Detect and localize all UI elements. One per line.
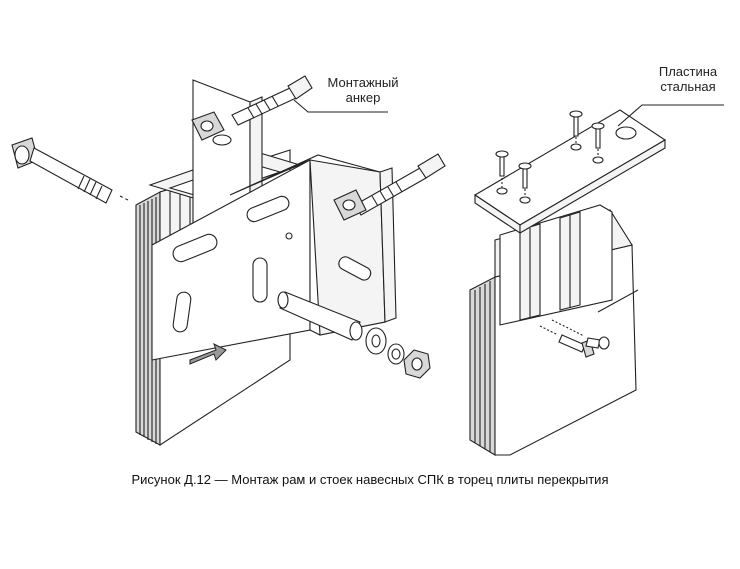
screw-4: [592, 123, 604, 157]
anchor-label: Монтажный анкер: [322, 75, 404, 105]
lock-washer: [388, 344, 404, 364]
screw-2: [519, 163, 531, 197]
plate-leader-line: [618, 105, 724, 126]
figure-caption: Рисунок Д.12 — Монтаж рам и стоек навесн…: [131, 472, 609, 487]
direction-arrow: [190, 344, 226, 364]
screw-3: [570, 111, 582, 144]
through-bolt: [12, 138, 128, 203]
side-screw-2: [552, 320, 609, 349]
pin: [278, 292, 362, 340]
anchor-bolt-upper: [192, 76, 312, 140]
right-assembly: [470, 105, 724, 455]
anchor-label-line1: Монтажный: [327, 75, 399, 90]
profile-insert: [500, 205, 612, 325]
anchor-bolt-lower: [334, 154, 445, 220]
anchor-leader-line: [294, 100, 388, 112]
mounting-diagram: Монтажный анкер Пластина стальная: [0, 0, 740, 460]
plate-label-line2: стальная: [660, 79, 716, 94]
steel-plate: [475, 110, 665, 233]
plate-label: Пластина стальная: [643, 64, 733, 94]
anchor-label-line2: анкер: [345, 90, 381, 105]
diagram-drawing: [0, 0, 740, 460]
washer: [366, 328, 386, 354]
profile-leader-line: [598, 290, 638, 312]
nut: [404, 350, 430, 378]
plate-label-line1: Пластина: [658, 64, 718, 79]
side-screw-1: [540, 326, 594, 357]
screw-1: [496, 151, 508, 188]
left-assembly: [12, 76, 445, 445]
